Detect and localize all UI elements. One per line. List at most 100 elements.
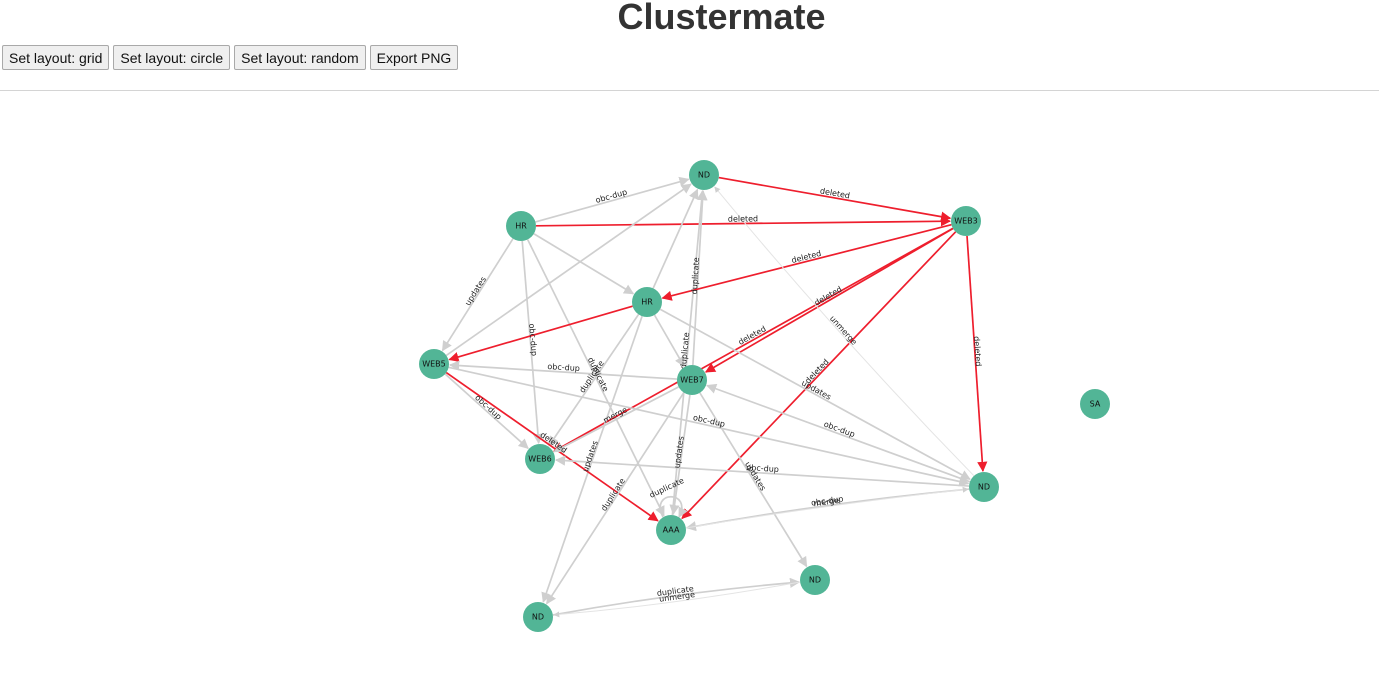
edge-label: duplicate xyxy=(679,332,691,370)
node-label: HR xyxy=(515,222,527,231)
graph-edge xyxy=(448,360,678,380)
edge-label: obc-dup xyxy=(692,413,726,429)
node-circle[interactable] xyxy=(969,472,999,502)
graph-edge xyxy=(445,371,659,522)
graph-node-nd-bl[interactable]: ND xyxy=(523,602,553,632)
graph-node-web3[interactable]: WEB3 xyxy=(951,206,981,236)
set-layout-random-button[interactable]: Set layout: random xyxy=(234,45,366,70)
edge-label: updates xyxy=(581,439,600,473)
graph-edge xyxy=(448,366,970,487)
graph-edge xyxy=(533,233,635,295)
node-circle[interactable] xyxy=(419,349,449,379)
graph-edge xyxy=(554,455,970,487)
node-circle[interactable] xyxy=(951,206,981,236)
graph-edge xyxy=(521,240,544,445)
graph-edge xyxy=(659,308,971,481)
edges-layer xyxy=(441,176,988,618)
export-png-button[interactable]: Export PNG xyxy=(369,45,459,70)
node-circle[interactable] xyxy=(506,211,536,241)
node-label: WEB5 xyxy=(422,360,446,369)
graph-edge xyxy=(541,315,643,603)
edge-label: unmerge xyxy=(828,314,859,347)
graph-edge xyxy=(553,227,954,452)
node-circle[interactable] xyxy=(689,160,719,190)
graph-node-hr2[interactable]: HR xyxy=(632,287,662,317)
graph-node-sa[interactable]: SA xyxy=(1080,389,1110,419)
node-label: WEB3 xyxy=(954,217,978,226)
node-label: WEB6 xyxy=(528,455,552,464)
graph-edge xyxy=(714,186,975,477)
node-circle[interactable] xyxy=(523,602,553,632)
edge-label: deleted xyxy=(813,285,844,308)
edge-label: deleted xyxy=(728,214,758,223)
graph-edge xyxy=(653,314,685,368)
node-label: ND xyxy=(809,576,821,585)
node-circle[interactable] xyxy=(1080,389,1110,419)
node-label: AAA xyxy=(663,526,680,535)
edge-label: deleted xyxy=(972,336,983,367)
graph-edge xyxy=(444,373,529,450)
set-layout-circle-button[interactable]: Set layout: circle xyxy=(113,45,231,70)
graph-node-aaa[interactable]: AAA xyxy=(656,515,686,545)
graph-node-hr1[interactable]: HR xyxy=(506,211,536,241)
graph-node-nd-top[interactable]: ND xyxy=(689,160,719,190)
graph-edge xyxy=(669,394,691,516)
edge-label: obc-dup xyxy=(811,494,844,507)
node-label: ND xyxy=(978,483,990,492)
graph-edge xyxy=(706,383,971,483)
graph-node-nd-bottom[interactable]: ND xyxy=(800,565,830,595)
graph-edge xyxy=(548,313,640,447)
edge-label: merge xyxy=(602,405,629,425)
edge-label: obc-dup xyxy=(473,393,503,421)
graph-node-web5[interactable]: WEB5 xyxy=(419,349,449,379)
node-circle[interactable] xyxy=(677,365,707,395)
graph-edge xyxy=(718,176,952,222)
graph-edge xyxy=(535,176,690,223)
toolbar-divider xyxy=(0,90,1379,91)
node-label: HR xyxy=(641,298,653,307)
graph-edge xyxy=(966,235,988,473)
node-label: WEB7 xyxy=(680,376,704,385)
edge-label: updates xyxy=(672,436,685,469)
graph-edge xyxy=(546,392,685,605)
graph-node-nd-right[interactable]: ND xyxy=(969,472,999,502)
graph-node-web7[interactable]: WEB7 xyxy=(677,365,707,395)
graph-edge xyxy=(552,577,801,616)
edge-label: obc-dup xyxy=(547,362,580,373)
edge-label: updates xyxy=(463,275,488,307)
edge-label: deleted xyxy=(791,249,823,265)
graph-edge xyxy=(671,189,707,516)
graph-edge xyxy=(692,189,708,366)
edge-label: merge xyxy=(813,496,840,508)
page-title: Clustermate xyxy=(617,0,826,37)
node-label: SA xyxy=(1090,400,1101,409)
graph-edge xyxy=(553,581,801,618)
edge-label: obc-dup xyxy=(746,463,779,474)
layout-toolbar: Set layout: grid Set layout: circle Set … xyxy=(2,45,459,70)
node-circle[interactable] xyxy=(800,565,830,595)
edge-label: obc-dup xyxy=(527,323,539,356)
edge-label: deleted xyxy=(737,324,768,347)
graph-edge xyxy=(681,231,957,520)
graph-edge xyxy=(445,183,692,357)
edge-label: duplicate xyxy=(648,476,685,500)
node-circle[interactable] xyxy=(656,515,686,545)
graph-node-web6[interactable]: WEB6 xyxy=(525,444,555,474)
graph-edge-self-loop xyxy=(659,496,688,518)
node-circle[interactable] xyxy=(525,444,555,474)
edge-labels-layer: obc-dup deleted deleted updates duplicate obc… xyxy=(463,186,983,603)
node-circle[interactable] xyxy=(632,287,662,317)
graph-edge xyxy=(441,238,514,352)
graph-edge xyxy=(553,386,680,453)
node-label: ND xyxy=(698,171,710,180)
node-label: ND xyxy=(532,613,544,622)
graph-edge xyxy=(699,392,808,568)
edge-label: obc-dup xyxy=(823,420,857,440)
graph-edge xyxy=(652,188,699,289)
graph-edge xyxy=(535,216,952,227)
edge-label: obc-dup xyxy=(594,188,628,205)
set-layout-grid-button[interactable]: Set layout: grid xyxy=(2,45,110,70)
graph-edge xyxy=(685,488,970,532)
